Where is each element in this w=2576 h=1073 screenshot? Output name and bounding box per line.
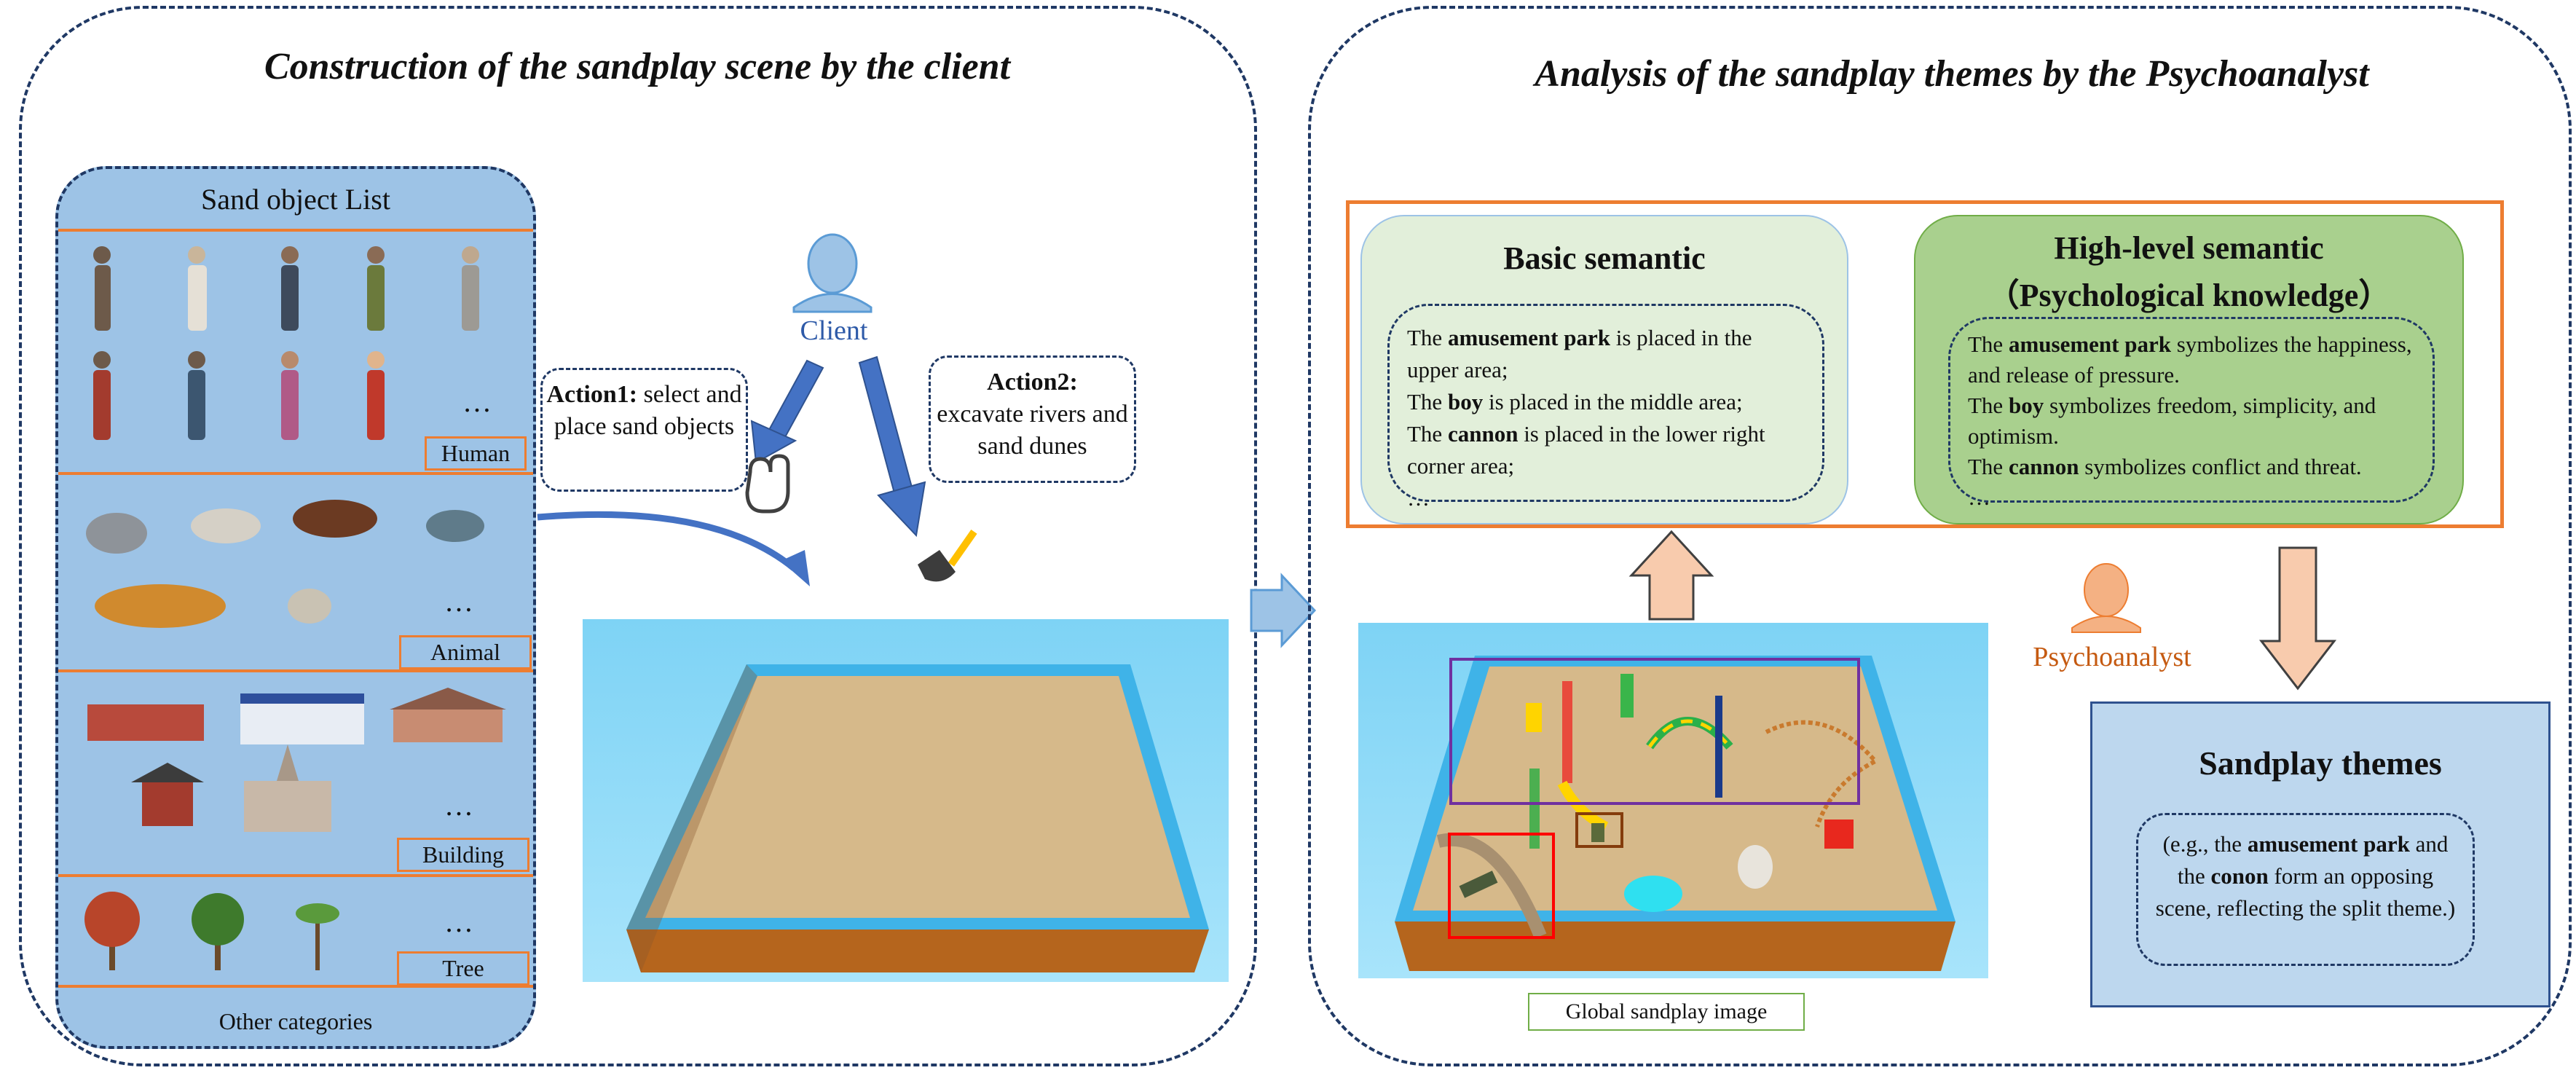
high-line: The amusement park symbolizes the happin… xyxy=(1968,331,2412,388)
building-ellipsis: … xyxy=(444,789,473,822)
basic-semantic-content: The amusement park is placed in the uppe… xyxy=(1387,304,1824,511)
sandplay-themes-title: Sandplay themes xyxy=(2199,744,2442,782)
animal-figure xyxy=(86,500,484,628)
category-building[interactable]: Building xyxy=(397,838,529,872)
action2-text: excavate rivers and sand dunes xyxy=(937,401,1128,460)
psychological-knowledge-title: （Psychological knowledge） xyxy=(1987,278,2391,313)
panel-transition-arrow xyxy=(1250,573,1317,648)
action1-box: Action1: select and place sand objects xyxy=(540,368,748,492)
animal-ellipsis: … xyxy=(444,585,473,618)
sand-object-list: Sand object List xyxy=(55,166,536,1049)
basic-semantic-title: Basic semantic xyxy=(1503,240,1706,276)
divider xyxy=(58,229,533,232)
basic-line: The amusement park is placed in the uppe… xyxy=(1407,325,1752,382)
action2-bold: Action2: xyxy=(987,369,1078,396)
right-panel-title: Analysis of the sandplay themes by the P… xyxy=(1535,53,2369,95)
psychoanalyst-analysis-panel xyxy=(1308,6,2572,1066)
action1-bold: Action1: xyxy=(546,381,638,408)
high-level-semantic-content: The amusement park symbolizes the happin… xyxy=(1948,317,2435,510)
arrow-to-action1 xyxy=(750,359,824,464)
category-tree[interactable]: Tree xyxy=(397,951,529,986)
tree-ellipsis: … xyxy=(444,905,473,938)
client-person-icon xyxy=(792,233,873,313)
basic-ellipsis: … xyxy=(1407,485,1430,511)
psychoanalyst-label: Psychoanalyst xyxy=(2033,642,2191,672)
catalog-thumbnails xyxy=(84,246,506,970)
amusement-park-objects xyxy=(1526,674,1879,849)
hand-icon xyxy=(745,454,790,514)
boy-object xyxy=(1591,823,1604,842)
empty-sand-tray-image xyxy=(583,619,1229,982)
populated-sand-tray-drawing xyxy=(1395,656,1955,971)
building-figure xyxy=(87,688,506,832)
psychoanalyst-person-icon xyxy=(2071,563,2141,633)
tree-figure xyxy=(84,892,339,970)
global-sandplay-image-caption: Global sandplay image xyxy=(1528,993,1805,1031)
down-arrow xyxy=(2258,546,2337,691)
action1-text: select and place sand objects xyxy=(554,381,742,440)
client-construction-panel xyxy=(19,6,1257,1066)
basic-line: The cannon is placed in the lower right … xyxy=(1407,421,1765,479)
high-level-semantic-box: High-level semantic （Psychological knowl… xyxy=(1914,215,2464,524)
sandplay-themes-box: Sandplay themes (e.g., the amusement par… xyxy=(2090,701,2551,1007)
high-line: The boy symbolizes freedom, simplicity, … xyxy=(1968,393,2376,449)
basic-semantic-box: Basic semantic The amusement park is pla… xyxy=(1360,215,1848,524)
human-ellipsis: … xyxy=(462,385,492,418)
high-level-semantic-title: High-level semantic xyxy=(2054,230,2324,266)
divider xyxy=(58,472,533,475)
divider xyxy=(58,874,533,877)
sand-tray-drawing xyxy=(626,664,1209,972)
divider xyxy=(58,669,533,672)
left-panel-title: Construction of the sandplay scene by th… xyxy=(264,46,1011,87)
divider xyxy=(58,985,533,988)
human-figure xyxy=(93,351,385,440)
shovel-icon xyxy=(918,530,977,582)
global-sandplay-image xyxy=(1358,623,1988,978)
action2-box: Action2: excavate rivers and sand dunes xyxy=(929,355,1136,483)
arrow-to-action2 xyxy=(858,355,926,538)
client-label: Client xyxy=(800,315,868,346)
sandplay-themes-example: (e.g., the amusement park and the conon … xyxy=(2136,813,2475,966)
high-line: The cannon symbolizes conflict and threa… xyxy=(1968,454,2362,479)
category-human[interactable]: Human xyxy=(425,436,527,471)
sand-object-list-title: Sand object List xyxy=(201,183,390,216)
category-other[interactable]: Other categories xyxy=(218,1008,373,1034)
up-arrow xyxy=(1628,530,1714,621)
cannon-object xyxy=(1436,833,1547,939)
curved-arrow-to-tray xyxy=(537,511,810,586)
human-figure xyxy=(93,246,479,331)
semantic-container xyxy=(1346,200,2504,528)
basic-line: The boy is placed in the middle area; xyxy=(1407,389,1743,414)
category-animal[interactable]: Animal xyxy=(399,635,532,669)
high-ellipsis: … xyxy=(1968,484,1990,510)
